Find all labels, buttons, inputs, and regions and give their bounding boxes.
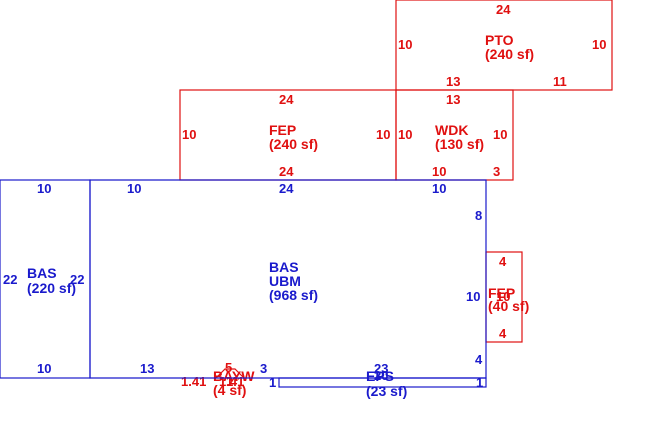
eps-dim-top: 20 (374, 368, 388, 383)
fep-right-area: FEP (40 sf) 10 4 4 (485, 251, 529, 343)
bas-left-dim-bottom: 10 (37, 361, 51, 376)
bas-main-dim-top-left: 10 (127, 181, 141, 196)
pto-area-value: (240 sf) (485, 46, 534, 62)
bas-left-dim-right: 22 (70, 272, 84, 287)
bay-dim-side: 1.41 (181, 374, 206, 389)
wdk-dim-top: 13 (446, 92, 460, 107)
eps-area: EPS (23 sf) 20 (278, 368, 487, 399)
bas-main-dim-right-lower: 4 (475, 352, 483, 367)
bas-left-area: BAS (220 sf) 10 22 22 10 (0, 179, 91, 379)
fep-right-dim-bottom: 4 (499, 326, 507, 341)
bas-main-area: BAS UBM (968 sf) 10 24 10 8 10 4 13 3 1 … (89, 179, 487, 390)
pto-area: PTO (240 sf) 24 10 10 13 11 (395, 0, 613, 91)
bay-window-area: BAYW (4 sf) 5 1.41 1 1.41 (181, 360, 255, 398)
bas-main-dim-bottom-left: 13 (140, 361, 154, 376)
bay-dim-right: 1.41 (219, 374, 244, 389)
bas-main-dim-right-mid: 10 (466, 289, 480, 304)
bas-main-dim-top-mid: 24 (279, 181, 294, 196)
bay-dim-mid: 1 (226, 374, 233, 389)
fep-top-dim-right: 10 (376, 127, 390, 142)
wdk-label: WDK (435, 122, 468, 138)
pto-dim-bottom-left: 13 (446, 74, 460, 89)
wdk-dim-bottom-right: 3 (493, 164, 500, 179)
bay-window-area-value: (4 sf) (213, 382, 246, 398)
fep-right-dim-top: 4 (499, 254, 507, 269)
wdk-dim-left: 10 (398, 127, 412, 142)
fep-right-label: FEP (488, 285, 515, 301)
pto-dim-bottom-right: 11 (553, 74, 567, 89)
pto-dim-right: 10 (592, 37, 606, 52)
bas-main-area-value: (968 sf) (269, 287, 318, 303)
eps-area-value: (23 sf) (366, 383, 407, 399)
bas-main-dim-bottom-notch: 3 (260, 361, 267, 376)
fep-top-dim-bottom: 24 (279, 164, 294, 179)
bay-window-label: BAYW (213, 368, 255, 384)
bas-main-dim-right-upper: 8 (475, 208, 482, 223)
pto-label: PTO (485, 32, 514, 48)
bas-main-dim-bottom-right: 1 (476, 375, 483, 390)
bas-left-area-value: (220 sf) (27, 280, 76, 296)
fep-top-area-value: (240 sf) (269, 136, 318, 152)
bas-main-label: BAS (269, 259, 299, 275)
bay-window-outline (215, 368, 245, 379)
eps-outline (278, 377, 487, 388)
fep-top-dim-left: 10 (182, 127, 196, 142)
bas-left-dim-top: 10 (37, 181, 51, 196)
fep-right-dim-side: 10 (496, 289, 510, 304)
bas-main-label-2: UBM (269, 273, 301, 289)
fep-top-area: FEP (240 sf) 24 10 10 24 (179, 89, 397, 181)
bay-dim-top: 5 (225, 360, 232, 375)
fep-top-label: FEP (269, 122, 296, 138)
fep-right-area-value: (40 sf) (488, 298, 529, 314)
fep-top-dim-top: 24 (279, 92, 294, 107)
pto-dim-top: 24 (496, 2, 511, 17)
wdk-area-value: (130 sf) (435, 136, 484, 152)
wdk-dim-bottom: 10 (432, 164, 446, 179)
bas-main-dim-bottom-eps: 23 (374, 361, 388, 376)
bas-left-label: BAS (27, 265, 57, 281)
pto-dim-left: 10 (398, 37, 412, 52)
wdk-area: WDK (130 sf) 13 10 10 10 3 (395, 89, 514, 181)
bas-left-dim-left: 22 (3, 272, 17, 287)
wdk-dim-right: 10 (493, 127, 507, 142)
bas-main-dim-top-right: 10 (432, 181, 446, 196)
bas-main-dim-bottom-one: 1 (269, 375, 276, 390)
eps-label: EPS (366, 368, 394, 384)
